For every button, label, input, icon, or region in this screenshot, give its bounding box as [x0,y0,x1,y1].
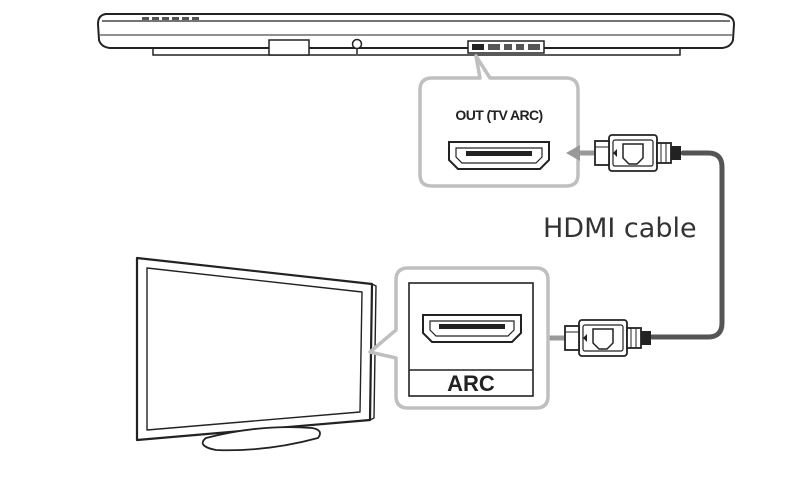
hdmi-arc-port [422,314,522,343]
tv [135,256,377,452]
hdmi-plug-top [594,134,682,172]
hdmi-plug-bottom [564,319,652,357]
hdmi-out-port [448,141,550,170]
arc-label: ARC [447,371,495,396]
out-tv-arc-label: OUT (TV ARC) [455,107,542,123]
hdmi-cable-label: HDMI cable [543,213,697,244]
soundbar-hdmi-out-callout: OUT (TV ARC) [418,54,580,188]
soundbar [96,13,736,56]
soundbar-rear-ports [467,40,545,54]
insert-arrow-top [566,145,594,161]
soundbar-buttons [142,17,199,20]
hdmi-cable [649,150,725,340]
tv-hdmi-arc-callout: ARC [368,266,550,410]
